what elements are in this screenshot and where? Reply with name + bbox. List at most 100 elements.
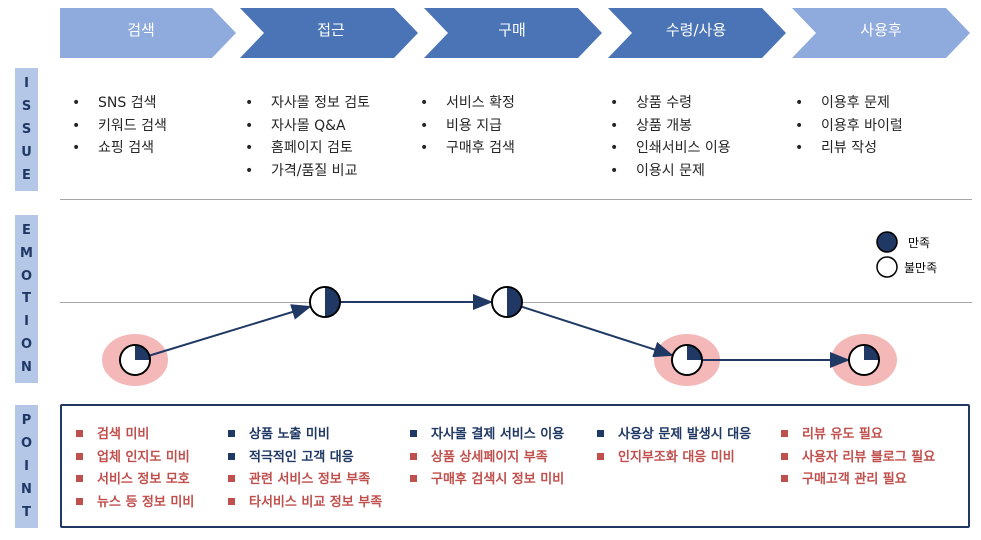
point-item: 인지부조화 대응 미비 <box>597 447 751 470</box>
point-item: 적극적인 고객 대응 <box>228 447 382 470</box>
emotion-row-label: E M O T I O N <box>15 215 38 383</box>
point-letter: P <box>21 413 32 428</box>
point-item: 검색 미비 <box>76 424 194 447</box>
stage-label-access: 접근 <box>317 21 345 39</box>
issue-row-label: I S S U E <box>15 68 38 191</box>
legend-unsatisfied-label: 불만족 <box>904 261 938 275</box>
stage-arrow-access[interactable] <box>240 8 418 58</box>
issue-item: 구매후 검색 <box>420 137 515 160</box>
issue-item: 상품 개봉 <box>610 115 731 138</box>
issue-column-purchase: 서비스 확정 비용 지급 구매후 검색 <box>420 92 515 160</box>
point-item-text: 자사몰 결제 서비스 이용 <box>431 427 565 442</box>
bullet-square-icon <box>410 430 417 437</box>
point-row-label: P O I N T <box>15 405 38 528</box>
stage-arrow-after-use[interactable] <box>792 8 970 58</box>
stage-arrow-search[interactable] <box>60 8 236 58</box>
bullet-square-icon <box>228 475 235 482</box>
stage-arrow-receive-use[interactable] <box>608 8 786 58</box>
emotion-letter: I <box>24 314 29 330</box>
issue-letter: I <box>24 76 29 91</box>
point-item-text: 타서비스 비교 정보 부족 <box>249 494 383 510</box>
point-item-text: 리뷰 유도 필요 <box>802 427 883 442</box>
point-item: 상품 노출 미비 <box>228 424 382 447</box>
point-letter: N <box>21 482 32 497</box>
emotion-point <box>309 286 341 318</box>
stage-arrow-purchase[interactable] <box>424 8 602 58</box>
emotion-connector-arrow <box>149 304 312 357</box>
emotion-letter: E <box>22 222 31 238</box>
bullet-square-icon <box>410 475 417 482</box>
issue-letter: E <box>22 168 31 183</box>
point-item-text: 업체 인지도 미비 <box>97 449 190 465</box>
point-item: 자사몰 결제 서비스 이용 <box>410 424 564 447</box>
issue-letter: S <box>21 99 32 114</box>
stage-arrows <box>60 8 970 58</box>
point-item-text: 구매고객 관리 필요 <box>802 472 907 487</box>
point-item-text: 인지부조화 대응 미비 <box>618 449 735 465</box>
legend-satisfied-label: 만족 <box>908 236 931 250</box>
bullet-square-icon <box>76 430 83 437</box>
issue-column-search: SNS 검색 키워드 검색 쇼핑 검색 <box>72 92 167 160</box>
issue-item: 리뷰 작성 <box>795 137 903 160</box>
stage-label-search: 검색 <box>127 21 155 39</box>
issue-item: 비용 지급 <box>420 115 515 138</box>
bullet-square-icon <box>597 452 604 460</box>
emotion-point <box>848 344 880 376</box>
emotion-connector-arrow <box>520 305 674 358</box>
emotion-letter: N <box>21 359 32 375</box>
point-item-text: 관련 서비스 정보 부족 <box>249 472 371 487</box>
stage-label-purchase: 구매 <box>498 21 526 39</box>
point-item: 상품 상세페이지 부족 <box>410 447 564 470</box>
point-item-text: 뉴스 등 정보 미비 <box>97 494 195 510</box>
issue-item: 자사몰 Q&A <box>245 115 370 138</box>
bullet-square-icon <box>228 452 235 460</box>
issue-item: 이용후 문제 <box>795 92 903 115</box>
bullet-square-icon <box>228 430 235 437</box>
point-item-text: 상품 노출 미비 <box>249 427 330 442</box>
issue-column-access: 자사몰 정보 검토 자사몰 Q&A 홈페이지 검토 가격/품질 비교 <box>245 92 370 182</box>
bullet-square-icon <box>410 452 417 460</box>
issue-column-after-use: 이용후 문제 이용후 바이럴 리뷰 작성 <box>795 92 903 160</box>
bullet-square-icon <box>781 430 788 437</box>
emotion-point <box>671 344 703 376</box>
emotion-point <box>119 344 151 376</box>
point-item: 구매고객 관리 필요 <box>781 469 935 492</box>
legend-unsatisfied-icon <box>876 256 898 278</box>
point-item: 서비스 정보 모호 <box>76 469 194 492</box>
point-item-text: 구매후 검색시 정보 미비 <box>431 472 565 487</box>
issue-letter: U <box>21 145 32 160</box>
issue-item: 쇼핑 검색 <box>72 137 167 160</box>
point-item: 리뷰 유도 필요 <box>781 424 935 447</box>
point-item-text: 서비스 정보 모호 <box>97 472 190 487</box>
point-item: 업체 인지도 미비 <box>76 447 194 470</box>
bullet-square-icon <box>781 475 788 482</box>
point-letter: T <box>22 505 31 520</box>
emotion-point <box>491 286 523 318</box>
issue-item: 이용후 바이럴 <box>795 115 903 138</box>
point-item-text: 사용상 문제 발생시 대응 <box>618 427 752 442</box>
emotion-letter: O <box>20 337 33 353</box>
issue-item: 이용시 문제 <box>610 160 731 183</box>
point-item: 구매후 검색시 정보 미비 <box>410 469 564 492</box>
point-item-text: 상품 상세페이지 부족 <box>431 449 548 465</box>
emotion-letter: T <box>22 291 31 307</box>
point-item-text: 사용자 리뷰 블로그 필요 <box>802 449 936 465</box>
issue-item: 상품 수령 <box>610 92 731 115</box>
emotion-letter: O <box>20 268 33 284</box>
point-item: 관련 서비스 정보 부족 <box>228 469 382 492</box>
issue-item: 서비스 확정 <box>420 92 515 115</box>
issue-column-receive-use: 상품 수령 상품 개봉 인쇄서비스 이용 이용시 문제 <box>610 92 731 182</box>
point-item: 타서비스 비교 정보 부족 <box>228 492 382 515</box>
stage-label-receive-use: 수령/사용 <box>665 21 727 39</box>
point-item-text: 적극적인 고객 대응 <box>249 449 354 465</box>
issue-item: SNS 검색 <box>72 92 167 115</box>
bullet-square-icon <box>76 497 83 505</box>
issue-letter: S <box>21 122 32 137</box>
point-box <box>60 404 970 528</box>
